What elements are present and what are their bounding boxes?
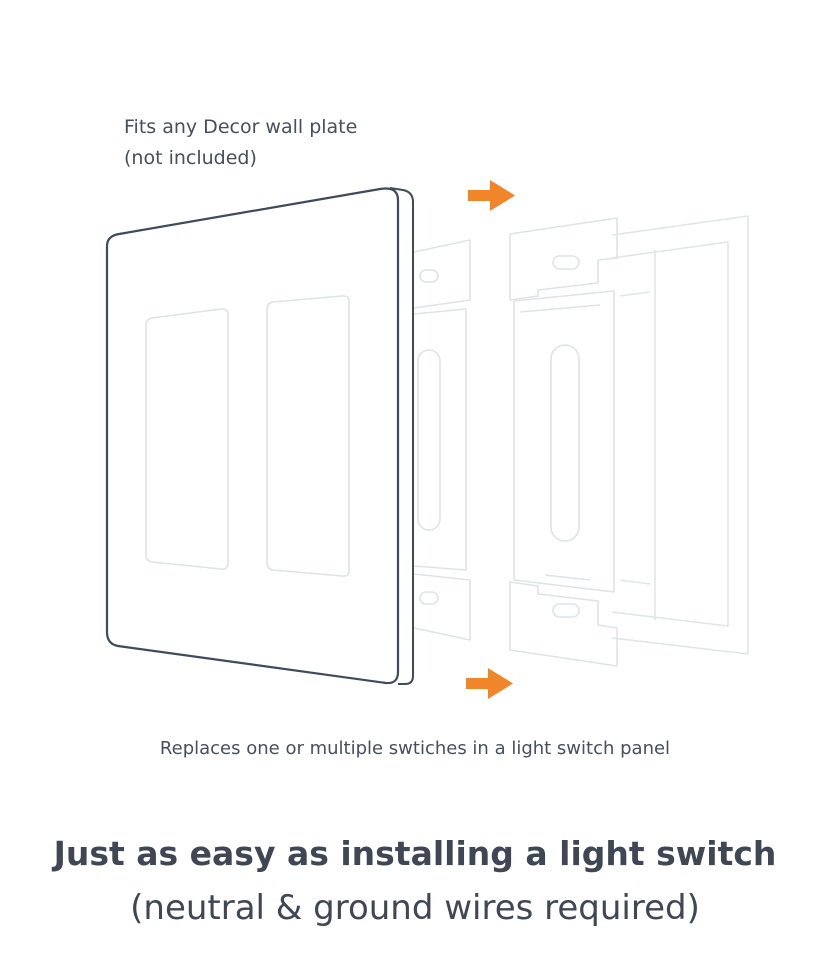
arrow-right-icon (468, 180, 515, 211)
electrical-box (611, 215, 749, 655)
headline: Just as easy as installing a light switc… (53, 834, 777, 873)
arrow-right-icon (466, 668, 513, 699)
wall-plate-caption-line1: Fits any Decor wall plate (124, 116, 358, 138)
wall-plate-caption: Fits any Decor wall plate (not included) (124, 112, 444, 174)
plate-opening-right (266, 295, 350, 577)
panel-caption: Replaces one or multiple swtiches in a l… (159, 738, 671, 759)
existing-switch (413, 239, 471, 641)
switch-module (509, 217, 618, 667)
decor-wall-plate (105, 187, 414, 685)
wall-plate-caption-line2: (not included) (124, 147, 257, 169)
plate-opening-left (145, 308, 229, 570)
subheadline: (neutral & ground wires required) (130, 888, 700, 928)
